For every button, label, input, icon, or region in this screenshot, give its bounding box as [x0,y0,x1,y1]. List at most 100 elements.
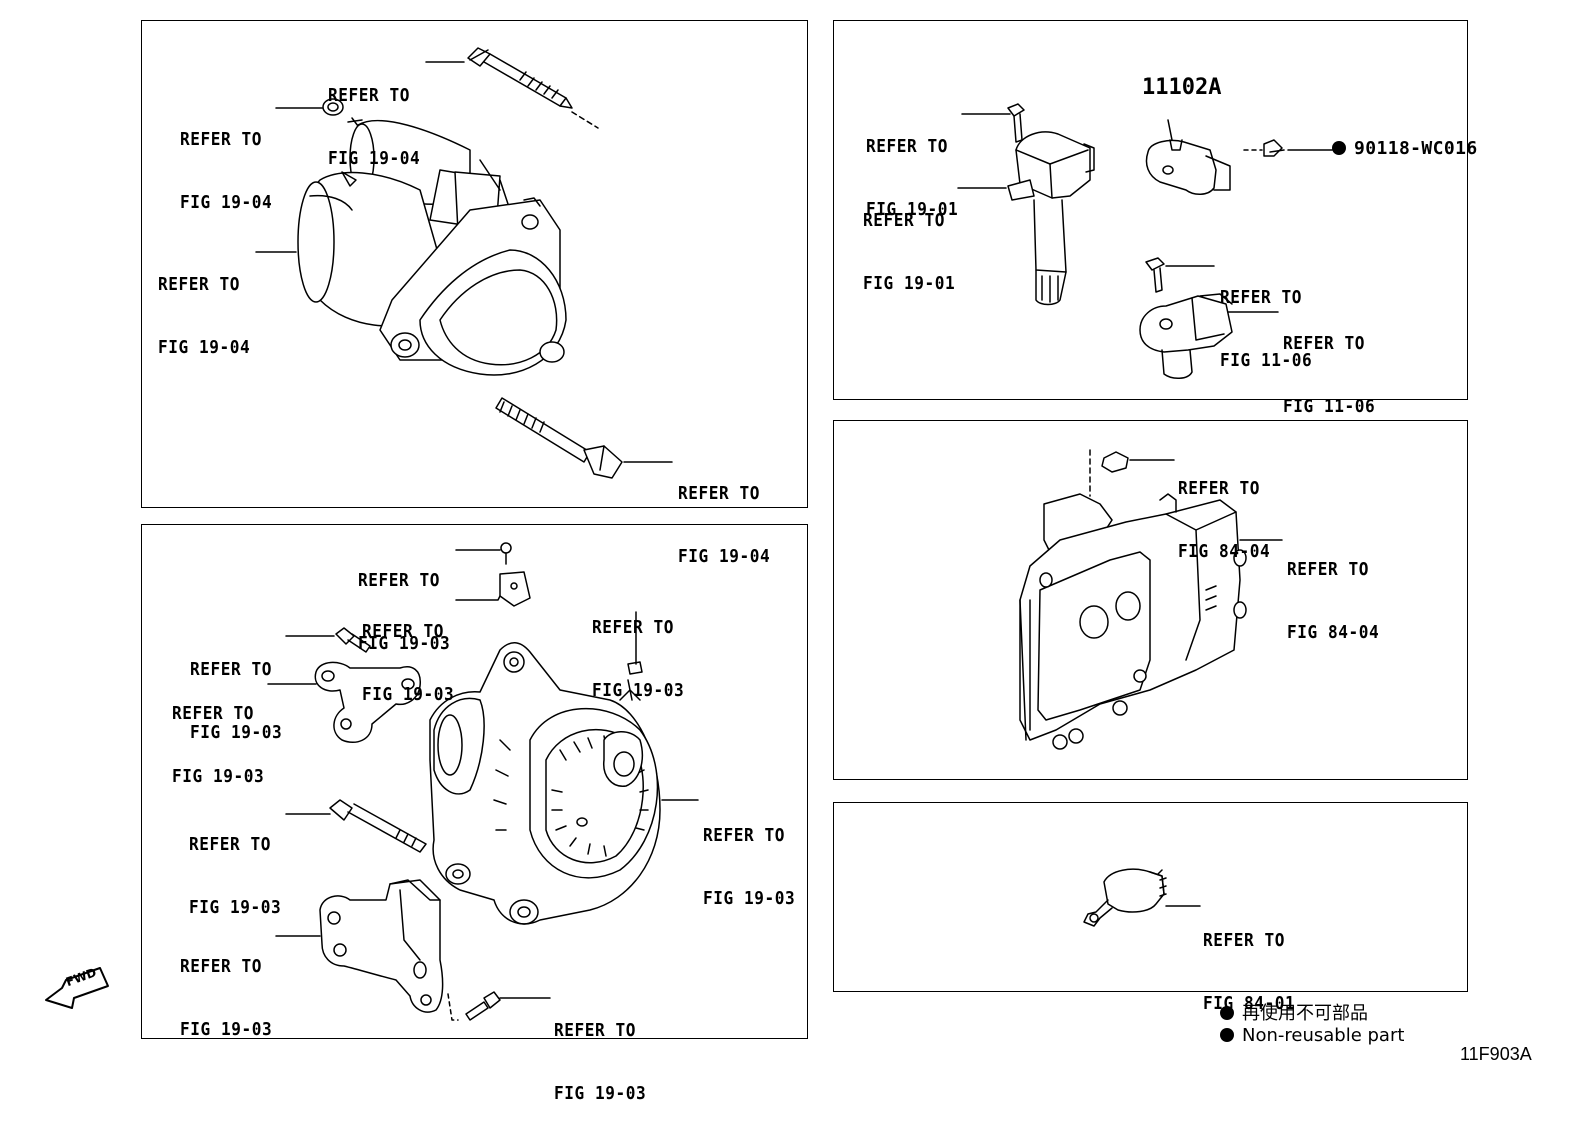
callout-ref: FIG 19-03 [180,1020,273,1040]
alt-lower-bracket-drawing [320,880,458,1020]
starter-panel [141,20,808,508]
callout-prefix: REFER TO [328,86,410,106]
alt-bracket-bolt-drawing [336,628,370,652]
non-reusable-dot-icon [1332,141,1346,155]
callout-alt-long-bolt: REFER TO FIG 19-03 [189,793,281,940]
cam-bolt-drawing [1244,140,1284,156]
callout-ref: FIG 19-03 [358,634,451,654]
callout-ecu-nut: REFER TO FIG 84-04 [1178,437,1270,584]
callout-prefix: REFER TO [190,660,272,680]
callout-ref: FIG 19-03 [554,1084,647,1104]
callout-ref: FIG 19-01 [863,274,956,294]
starter-bolt-bottom-drawing [496,398,622,478]
callout-ref: FIG 19-04 [158,338,251,358]
legend-jp: 再使用不可部品 [1220,999,1368,1025]
callout-starter-nut: REFER TO FIG 19-04 [180,88,272,235]
starter-bolt-top-drawing [468,48,598,128]
callout-ref: FIG 11-06 [1220,351,1313,371]
callout-starter-body: REFER TO FIG 19-04 [158,233,250,380]
callout-alt-bracket: REFER TO FIG 19-03 [172,662,264,809]
callout-ref: FIG 19-04 [180,193,273,213]
callout-prefix: REFER TO [678,484,760,504]
callout-ref: FIG 19-03 [703,889,796,909]
callout-coil: REFER TO FIG 19-01 [863,169,955,316]
crank-bolt-drawing [1146,258,1164,292]
callout-starter-bolt-top: REFER TO FIG 19-04 [328,44,420,191]
alt-bottom-bolt-drawing [466,992,500,1020]
callout-prefix: REFER TO [554,1021,636,1041]
callout-alt-plate: REFER TO FIG 19-03 [362,580,454,727]
callout-prefix: REFER TO [180,957,262,977]
parts-illustration [0,0,1592,1099]
callout-prefix: REFER TO [362,622,444,642]
diagram-id: 11F903A [1460,1044,1532,1064]
callout-prefix: REFER TO [358,571,440,591]
starter-nut-drawing [323,99,343,115]
ecu-nut-drawing [1090,450,1128,496]
cam-sensor-drawing [1147,140,1231,194]
ecu-leaders [1130,460,1282,540]
alternator-drawing [430,643,660,924]
callout-crank-bolt: REFER TO FIG 11-06 [1220,246,1312,393]
fwd-arrow-drawing [46,968,108,1008]
crank-sensor-drawing [1140,294,1232,378]
callout-prefix: REFER TO [158,275,240,295]
ignition-coil-drawing [1008,132,1094,305]
callout-alt-bolt-small: REFER TO FIG 19-03 [358,529,450,676]
callout-ref: FIG 19-03 [190,723,283,743]
starter-leaders [256,62,672,462]
callout-ref: FIG 19-04 [678,547,771,567]
legend-en: Non-reusable part [1220,1025,1404,1046]
legend-en-text: Non-reusable part [1242,1025,1405,1046]
non-reusable-dot-icon [1220,1028,1234,1042]
callout-ref: FIG 19-03 [362,685,455,705]
ecu-panel [833,420,1468,780]
oil-switch-drawing [1084,869,1166,926]
callout-oil-switch: REFER TO FIG 84-01 [1203,889,1295,1036]
part-number-cam-sensor: 11102A [1142,75,1222,100]
callout-prefix: REFER TO [1283,334,1365,354]
starter-motor-drawing [298,118,566,375]
callout-ref: FIG 19-01 [866,200,959,220]
sensor-coil-panel [833,20,1468,400]
callout-crank-sensor: REFER TO FIG 11-06 [1283,292,1375,439]
callout-prefix: REFER TO [180,130,262,150]
callout-ref: FIG 84-04 [1178,542,1271,562]
callout-ref: FIG 19-03 [592,681,685,701]
callout-ref: FIG 84-01 [1203,994,1296,1014]
callout-alt-lower-bracket: REFER TO FIG 19-03 [180,915,272,1062]
alternator-panel [141,524,808,1039]
alt-bracket-drawing [315,662,420,742]
legend-jp-text: 再使用不可部品 [1242,1003,1368,1024]
callout-ref: FIG 19-03 [189,898,282,918]
callout-prefix: REFER TO [1178,479,1260,499]
alternator-leaders [268,550,698,998]
callout-ref: FIG 84-04 [1287,623,1380,643]
sensor-coil-leaders [958,114,1332,312]
part-number-bolt: 90118-WC016 [1332,138,1478,159]
callout-prefix: REFER TO [172,704,254,724]
alt-long-bolt-drawing [330,800,426,852]
callout-prefix: REFER TO [1203,931,1285,951]
oil-switch-panel [833,802,1468,992]
callout-coil-bolt: REFER TO FIG 19-01 [866,95,958,242]
callout-prefix: REFER TO [863,211,945,231]
callout-alt-bottom-bolt: REFER TO FIG 19-03 [554,979,646,1126]
callout-starter-bolt-bottom: REFER TO FIG 19-04 [678,442,770,589]
ecu-drawing [1020,494,1246,749]
callout-ref: FIG 19-04 [328,149,421,169]
part-number-bolt-text: 90118-WC016 [1354,138,1478,159]
callout-ecu: REFER TO FIG 84-04 [1287,518,1379,665]
alt-plate-drawing [500,572,530,606]
callout-prefix: REFER TO [703,826,785,846]
non-reusable-dot-icon [1220,1006,1234,1020]
callout-alt-cap: REFER TO FIG 19-03 [592,576,684,723]
alt-small-bolt-drawing [501,543,511,564]
callout-prefix: REFER TO [1220,288,1302,308]
callout-prefix: REFER TO [866,137,948,157]
callout-alt-bracket-bolt: REFER TO FIG 19-03 [190,618,282,765]
callout-prefix: REFER TO [189,835,271,855]
callout-ref: FIG 19-03 [172,767,265,787]
callout-prefix: REFER TO [1287,560,1369,580]
callout-alternator: REFER TO FIG 19-03 [703,784,795,931]
